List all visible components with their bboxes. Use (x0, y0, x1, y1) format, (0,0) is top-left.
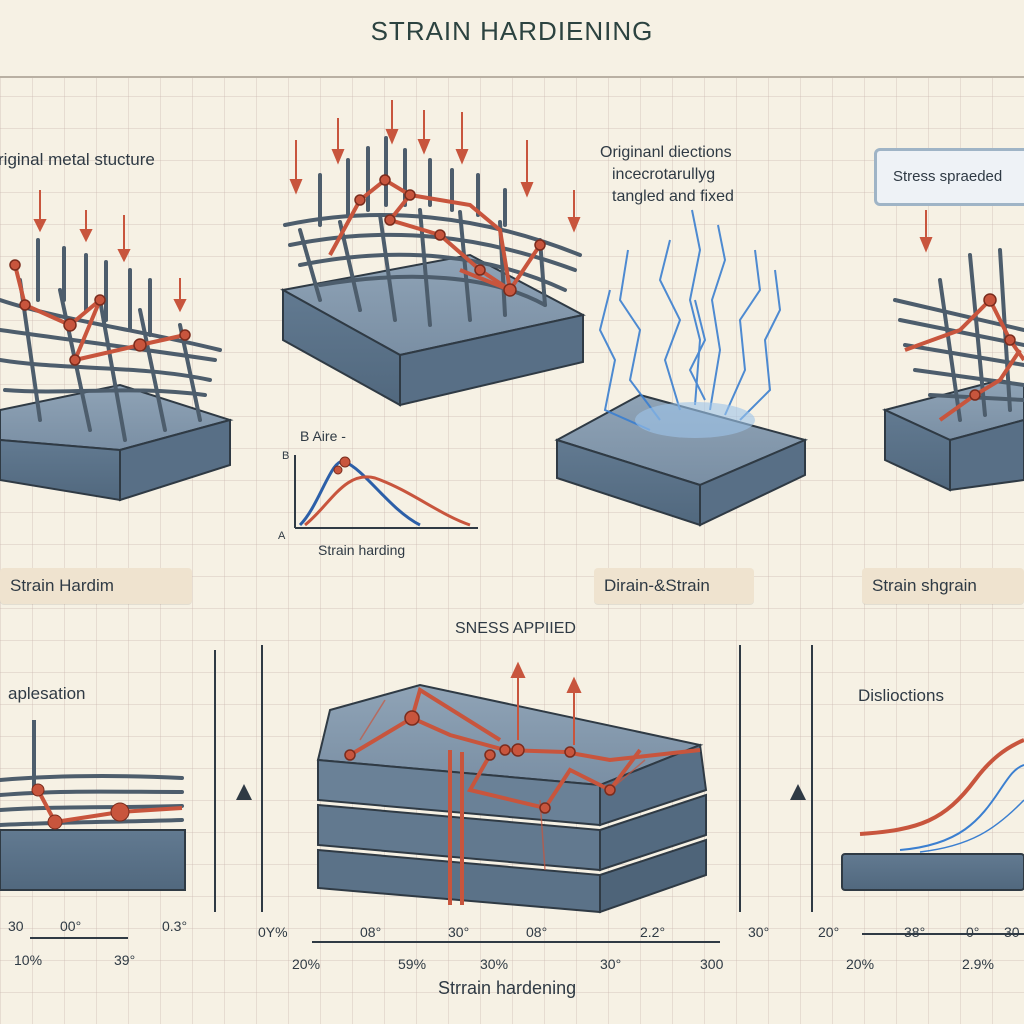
mid-tick: 59% (398, 956, 427, 972)
panel-energy-release (554, 209, 809, 527)
left-tick: 0.3° (162, 918, 188, 934)
header-band (0, 0, 1024, 78)
panel-stressed-block (280, 100, 586, 407)
page-title: STRAIN HARDIENING (370, 16, 654, 46)
left-tick: 00° (60, 918, 82, 934)
strain-shgrain-box: Strain shgrain (862, 568, 1024, 604)
drain-strain-box: Dirain-&Strain (594, 568, 754, 604)
bottom-caption: Strrain hardening (438, 978, 577, 998)
mini-stress-strain-chart (294, 455, 478, 529)
panel-stress-spread (882, 210, 1024, 492)
up-arrow-icons (236, 784, 806, 800)
dislocations-label-line3: tangled and fixed (612, 188, 734, 205)
mid-tick: 30% (480, 956, 509, 972)
right-tick: 20% (846, 956, 875, 972)
mid-tick: 0Y% (258, 924, 288, 940)
mid-tick: 08° (360, 924, 382, 940)
original-structure-label: riginal metal stucture (0, 150, 155, 169)
right-tick: 0° (966, 924, 980, 940)
mid-tick: 30° (748, 924, 770, 940)
dislocations-label-line1: Originanl diections (600, 144, 732, 161)
strain-hardening-box: Strain Hardim (0, 568, 192, 604)
aplesation-label: aplesation (8, 684, 86, 703)
mini-chart-y-tick: B (282, 450, 290, 462)
left-tick: 39° (114, 952, 136, 968)
right-tick: 30 (1004, 924, 1020, 940)
left-tick: 10% (14, 952, 43, 968)
mini-chart-caption: Strain harding (318, 542, 406, 558)
right-tick: 20° (818, 924, 840, 940)
curve-block-right (841, 738, 1024, 891)
stress-applied-label: SNESS APPIIED (455, 620, 576, 637)
mini-chart-origin: A (278, 530, 286, 542)
bottom-frames (30, 645, 1024, 943)
mid-tick: 08° (526, 924, 548, 940)
mid-tick: 2.2° (640, 924, 666, 940)
right-tick: 2.9% (962, 956, 994, 972)
right-tick: 38° (904, 924, 926, 940)
compressed-block-left (0, 720, 186, 891)
mid-tick: 20% (292, 956, 321, 972)
mid-tick: 30° (600, 956, 622, 972)
stress-spread-callout: Stress spraeded (874, 148, 1024, 206)
mid-tick: 300 (700, 956, 724, 972)
mid-tick: 30° (448, 924, 470, 940)
dislocations-label-line2: incecrotarullyg (612, 166, 716, 183)
dislocations-right-label: Dislioctions (858, 686, 944, 705)
left-tick: 30 (8, 918, 24, 934)
mini-chart-top-label: B Aire - (300, 428, 346, 444)
stacked-slab-center (316, 661, 708, 914)
panel-original-structure (0, 190, 234, 502)
